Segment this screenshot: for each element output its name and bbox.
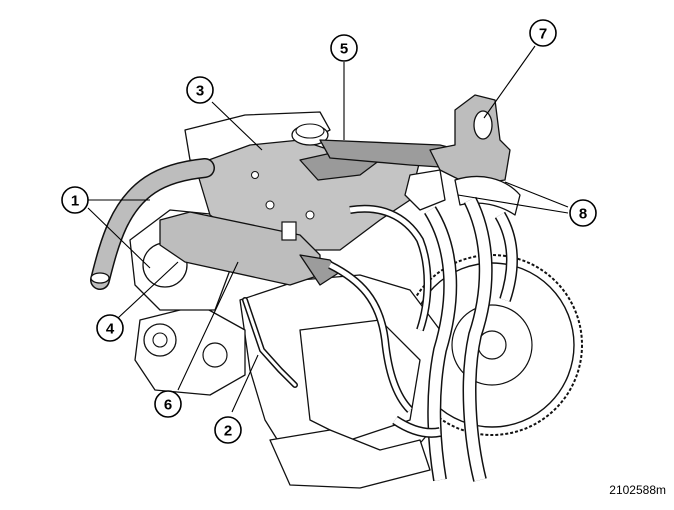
callout-6: 6 bbox=[154, 390, 182, 418]
callout-2: 2 bbox=[214, 416, 242, 444]
alternator bbox=[134, 304, 246, 396]
callout-7: 7 bbox=[529, 19, 557, 47]
callout-8: 8 bbox=[569, 199, 597, 227]
coolant-hose bbox=[90, 158, 215, 290]
callout-6-label: 6 bbox=[164, 397, 172, 414]
callout-8-label: 8 bbox=[579, 206, 587, 223]
callout-7-label: 7 bbox=[539, 26, 547, 43]
intake-pipe bbox=[159, 211, 341, 286]
callout-3-label: 3 bbox=[196, 83, 204, 100]
callout-1-label: 1 bbox=[71, 193, 79, 210]
callout-2-label: 2 bbox=[224, 423, 232, 440]
callout-4: 4 bbox=[96, 314, 124, 342]
dipstick-tube bbox=[242, 297, 298, 388]
engine-mount bbox=[429, 94, 511, 186]
callout-4-label: 4 bbox=[106, 321, 115, 338]
callout-1: 1 bbox=[61, 186, 89, 214]
hoses-right bbox=[328, 196, 518, 482]
callout-3: 3 bbox=[186, 76, 214, 104]
engine-block bbox=[239, 274, 441, 489]
callout-5: 5 bbox=[330, 34, 358, 62]
figure-reference-code: 2102588m bbox=[609, 483, 666, 497]
callout-5-label: 5 bbox=[340, 41, 348, 58]
leader-lines bbox=[87, 45, 569, 413]
